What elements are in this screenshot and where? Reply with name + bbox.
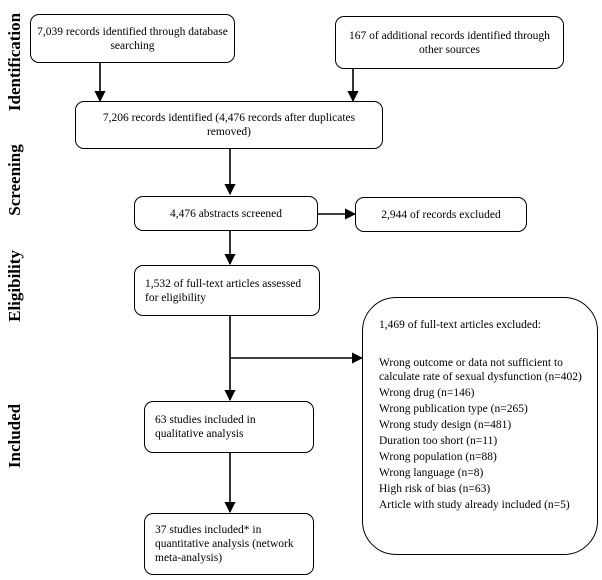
exclusion-reason: Wrong publication type (n=265) — [379, 403, 528, 415]
stage-label-screening: Screening — [5, 144, 24, 216]
exclusion-reason: Duration too short (n=11) — [379, 435, 498, 447]
box-other-source-records: 167 of additional records identified thr… — [335, 16, 564, 69]
box-quantitative-included: 37 studies included* in quantitative ana… — [144, 513, 314, 575]
box-abstracts-screened: 4,476 abstracts screened — [134, 196, 318, 231]
box-fulltext-assessed: 1,532 of full-text articles assessed for… — [134, 265, 320, 316]
box-records-excluded: 2,944 of records excluded — [355, 197, 527, 232]
box-qualitative-included: 63 studies included in qualitative analy… — [144, 401, 314, 453]
exclusion-reason: Wrong outcome or data not sufficient to … — [379, 357, 582, 383]
exclusion-reason: High risk of bias (n=63) — [379, 483, 491, 495]
exclusion-reason: Article with study already included (n=5… — [379, 499, 570, 511]
box-fulltext-excluded: 1,469 of full-text articles excluded: Wr… — [362, 297, 598, 555]
exclusion-reason: Wrong population (n=88) — [379, 451, 497, 463]
exclusion-reasons-list: Wrong outcome or data not sufficient to … — [379, 356, 587, 512]
stage-label-eligibility: Eligibility — [5, 250, 24, 322]
box-database-records: 7,039 records identified through databas… — [30, 14, 235, 63]
stage-label-included: Included — [5, 403, 24, 469]
fulltext-excluded-heading: 1,469 of full-text articles excluded: — [379, 319, 541, 331]
box-records-identified: 7,206 records identified (4,476 records … — [75, 101, 383, 149]
exclusion-reason: Wrong drug (n=146) — [379, 387, 475, 399]
exclusion-reason: Wrong language (n=8) — [379, 467, 484, 479]
stage-label-identification: Identification — [5, 12, 24, 112]
exclusion-reason: Wrong study design (n=481) — [379, 419, 512, 431]
